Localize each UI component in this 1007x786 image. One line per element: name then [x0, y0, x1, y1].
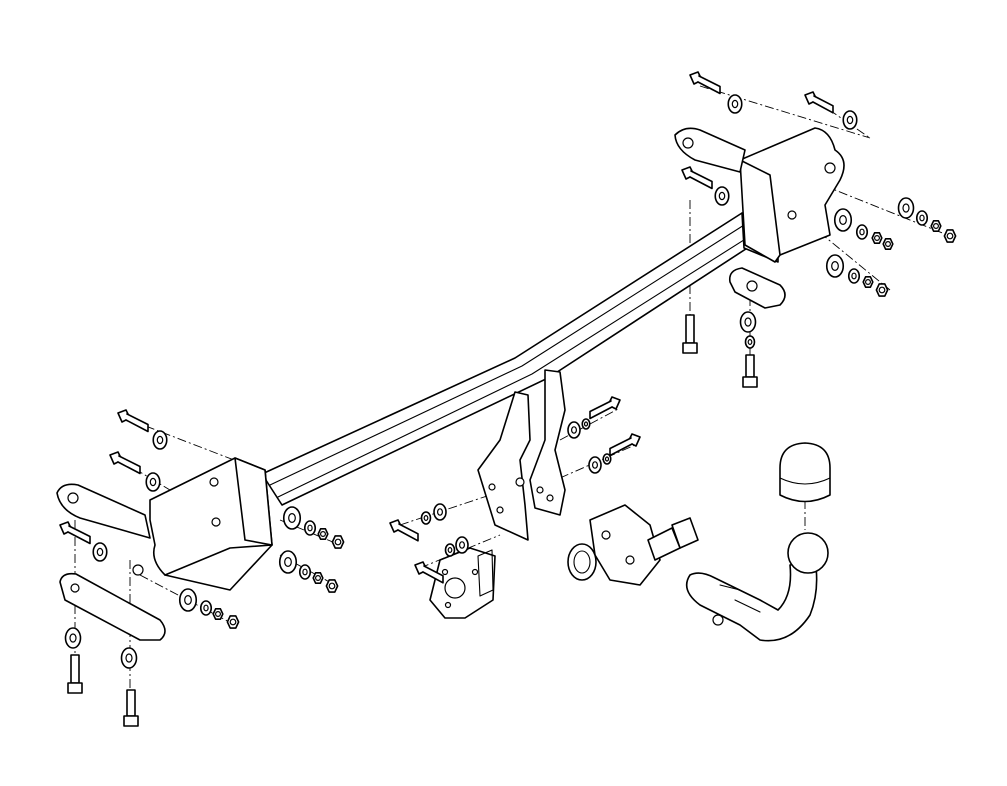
bolt-shank [745, 354, 755, 378]
nut-hole [229, 618, 237, 626]
washer-hole [69, 633, 77, 643]
washer-hole [859, 228, 865, 236]
bolt-shank [126, 689, 136, 717]
bolt-shank [689, 170, 713, 190]
washer-hole [125, 653, 133, 663]
washer-hole [831, 261, 839, 272]
washer-hole [583, 421, 589, 427]
washer-hole [437, 508, 444, 516]
nut-hole [334, 538, 342, 546]
left-mounting-bracket [56, 457, 273, 641]
center-socket-bracket [477, 369, 566, 541]
bolt-head [123, 715, 139, 727]
washer-hole [902, 203, 910, 213]
washer-hole [184, 594, 192, 605]
washer-hole [302, 568, 308, 576]
nut-hole [328, 582, 336, 590]
washer-hole [731, 99, 739, 109]
bolt-shank [697, 75, 721, 95]
bolt-shank [397, 523, 419, 542]
bolt-head [67, 682, 83, 694]
washer-hole [570, 426, 577, 434]
nut-hole [878, 286, 886, 294]
tow-ball-cover [779, 442, 831, 503]
bolt-head [742, 376, 758, 388]
washer-hole [851, 272, 857, 280]
nut-hole [932, 223, 939, 230]
washer-hole [919, 214, 925, 222]
washer-hole [307, 524, 313, 532]
nut-hole [320, 530, 327, 537]
tow-ball-locking-mechanism [567, 504, 699, 586]
bolt-shank [609, 437, 633, 457]
nut-hole [215, 610, 222, 617]
washer-hole [744, 317, 752, 327]
bolt-shank [685, 314, 695, 344]
nut-hole [864, 279, 871, 286]
washer-hole [718, 191, 726, 201]
bolt-shank [422, 565, 444, 584]
washer-hole [747, 339, 753, 346]
right-mounting-bracket [674, 127, 845, 309]
washer-hole [447, 546, 453, 553]
bolt-shank [812, 95, 834, 114]
bolt-shank [117, 455, 141, 475]
nut-hole [873, 235, 880, 242]
bolt-shank [125, 413, 149, 433]
washer-hole [604, 456, 610, 462]
washer-hole [156, 435, 164, 445]
nut-hole [946, 232, 954, 240]
washer-hole [459, 541, 466, 549]
nut-hole [315, 574, 322, 581]
washer-hole [423, 514, 429, 521]
washer-hole [839, 215, 847, 226]
tow-ball-neck [685, 532, 829, 642]
fasteners [59, 71, 957, 727]
washer-hole [591, 461, 598, 469]
bolt-head [682, 342, 698, 354]
washer-hole [288, 512, 296, 523]
nut-hole [884, 241, 891, 248]
socket-plate [429, 547, 496, 619]
bolt-shank [67, 525, 91, 545]
washer-hole [149, 477, 157, 487]
bolt-shank [589, 400, 613, 420]
washer-hole [846, 115, 854, 125]
washer-hole [96, 547, 104, 557]
washer-hole [284, 556, 292, 567]
washer-hole [203, 604, 209, 612]
bolt-shank [70, 654, 80, 684]
